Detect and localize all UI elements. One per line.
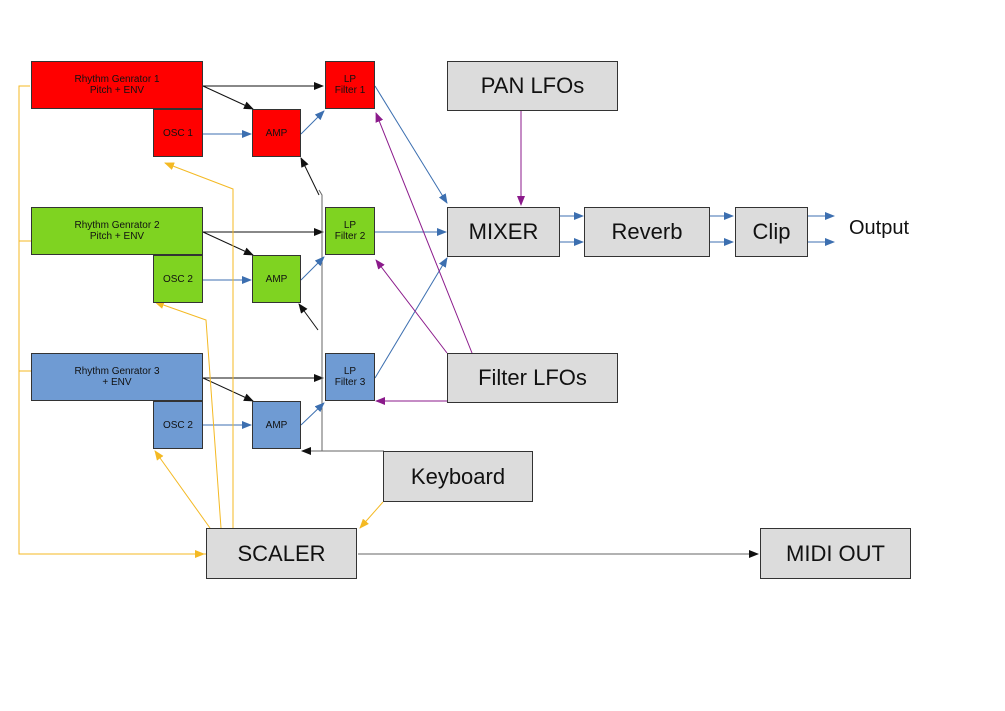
wire-to-amp1: [300, 157, 320, 196]
wire-rg2-amp2: [202, 231, 254, 256]
wire-amp2-lp2: [300, 256, 325, 281]
wire-filterlfo-lp2: [375, 259, 448, 354]
wire-scaler-osc2: [154, 301, 222, 529]
wire-lp1-mixer: [374, 85, 448, 204]
wire-amp1-lp1: [300, 110, 325, 135]
rhythm-generator-2: Rhythm Genrator 2 Pitch + ENV: [31, 207, 203, 255]
midi-out: MIDI OUT: [760, 528, 911, 579]
wire-lp3-mixer: [374, 257, 448, 379]
osc-2: OSC 2: [153, 255, 203, 303]
wire-keyboard-scaler: [359, 501, 384, 529]
output-label: Output: [849, 217, 910, 239]
pan-lfos: PAN LFOs: [447, 61, 618, 111]
wire-scaler-osc3: [154, 450, 211, 529]
wire-rg3-amp3: [202, 377, 254, 402]
reverb: Reverb: [584, 207, 710, 257]
filter-lfos: Filter LFOs: [447, 353, 618, 403]
wire-scaler-bus: [18, 85, 206, 555]
wire-filterlfo-lp1: [375, 112, 473, 354]
wire-rg1-amp1: [202, 85, 254, 110]
osc-3: OSC 2: [153, 401, 203, 449]
lp-filter-1: LP Filter 1: [325, 61, 375, 109]
keyboard: Keyboard: [383, 451, 533, 502]
amp-1: AMP: [252, 109, 301, 157]
amp-3: AMP: [252, 401, 301, 449]
osc-1: OSC 1: [153, 109, 203, 157]
lp-filter-2: LP Filter 2: [325, 207, 375, 255]
rhythm-generator-1: Rhythm Genrator 1 Pitch + ENV: [31, 61, 203, 109]
amp-2: AMP: [252, 255, 301, 303]
clip: Clip: [735, 207, 808, 257]
wire-amp3-lp3: [300, 402, 325, 426]
mixer: MIXER: [447, 207, 560, 257]
lp-filter-3: LP Filter 3: [325, 353, 375, 401]
scaler: SCALER: [206, 528, 357, 579]
wire-scaler-osc1: [164, 162, 234, 528]
wire-to-amp2: [298, 303, 319, 331]
rhythm-generator-3: Rhythm Genrator 3 + ENV: [31, 353, 203, 401]
